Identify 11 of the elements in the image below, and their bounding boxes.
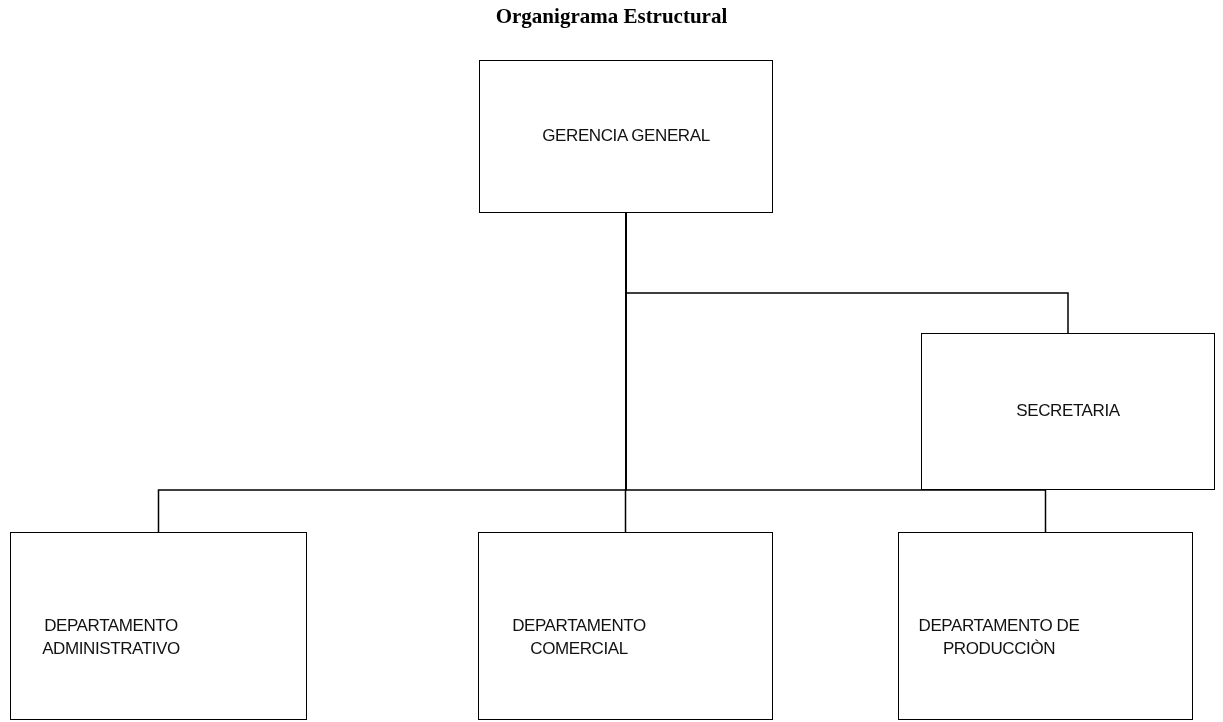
org-box — [479, 60, 773, 213]
chart-title: Organigrama Estructural — [494, 4, 729, 29]
org-box — [921, 333, 1215, 490]
box-label: DEPARTAMENTO ADMINISTRATIVO — [41, 615, 181, 660]
org-box — [898, 532, 1193, 720]
box-label: DEPARTAMENTO DE PRODUCCIÒN — [917, 615, 1081, 660]
box-label: GERENCIA GENERAL — [542, 125, 710, 148]
org-box — [10, 532, 307, 720]
box-label: SECRETARIA — [1016, 400, 1120, 423]
box-label: DEPARTAMENTO COMERCIAL — [511, 615, 647, 660]
org-box — [478, 532, 773, 720]
